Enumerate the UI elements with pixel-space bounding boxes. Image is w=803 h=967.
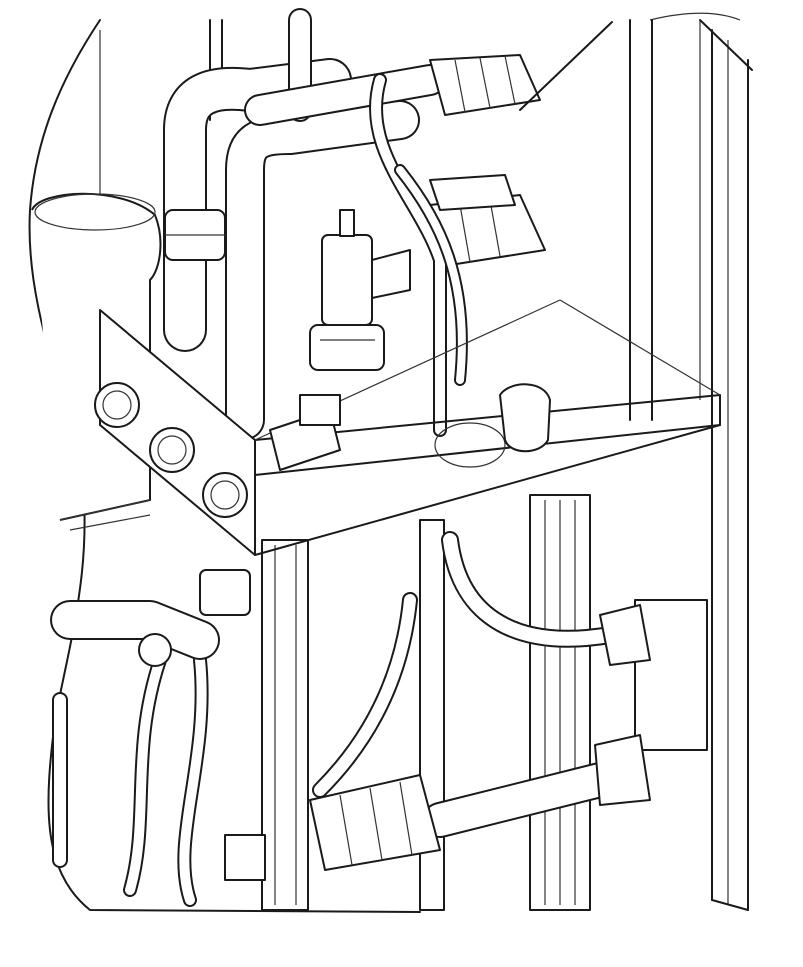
flow-sensor-bracket — [594, 599, 708, 806]
lower-frame-rails — [261, 494, 591, 911]
union-fitting-upper-right — [429, 21, 613, 116]
port-3 — [202, 472, 248, 518]
port-1 — [94, 382, 140, 428]
solenoid-valve — [269, 383, 551, 471]
lower-left-fittings — [50, 569, 266, 881]
plate-hole — [434, 422, 506, 468]
union-valve-lower — [309, 762, 618, 871]
upper-pipes — [163, 8, 446, 440]
detail-boundary-top — [649, 12, 741, 21]
sensor-assembly — [309, 209, 411, 371]
union-fitting-left — [164, 209, 226, 261]
right-frame-rail — [629, 19, 753, 911]
port-2 — [149, 427, 195, 473]
hoses — [52, 73, 619, 907]
